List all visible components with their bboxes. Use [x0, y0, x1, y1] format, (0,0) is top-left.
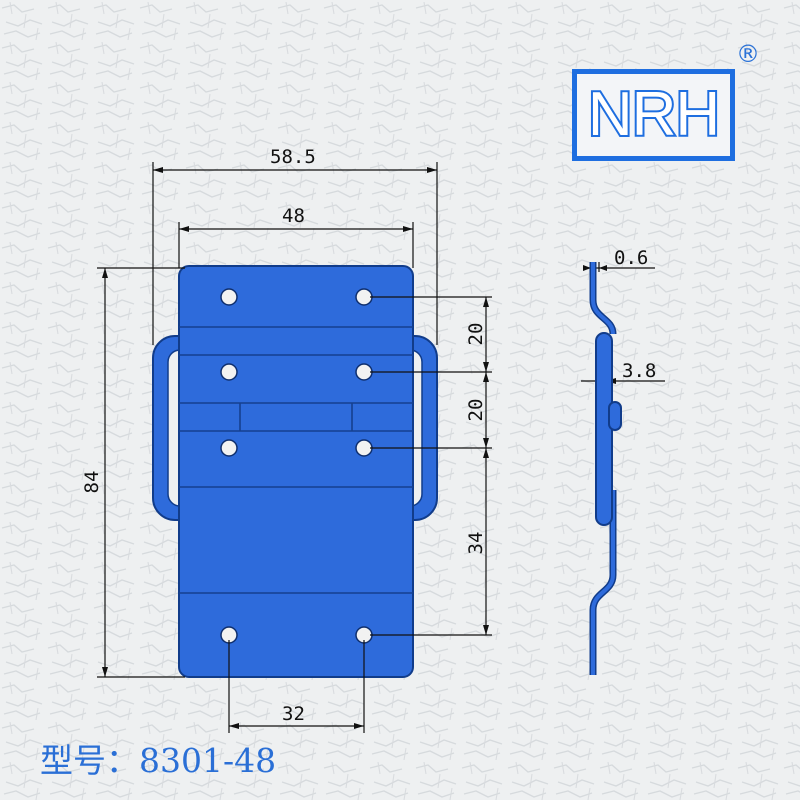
profile-knob — [608, 401, 622, 431]
dim-total-width: 58.5 — [270, 146, 316, 168]
brand-logo-box: NRH — [572, 69, 735, 161]
hole — [220, 363, 238, 381]
dim-plate-width: 48 — [282, 205, 305, 227]
dim-height: 84 — [81, 471, 103, 494]
dim-profile-depth: 3.8 — [622, 360, 656, 382]
hole — [220, 439, 238, 457]
hole — [220, 288, 238, 306]
dim-spacing-lower: 34 — [465, 532, 487, 555]
dim-spacing-top: 20 — [465, 323, 487, 346]
dimension-arrows — [102, 167, 616, 729]
model-number-label: 型号：8301-48 — [40, 741, 277, 780]
hole — [355, 288, 373, 306]
registered-mark: ® — [736, 40, 760, 68]
profile-body — [595, 332, 613, 526]
mounting-holes — [220, 288, 373, 644]
dim-hole-spacing: 32 — [282, 703, 305, 725]
hole — [355, 363, 373, 381]
dim-spacing-middle: 20 — [465, 399, 487, 422]
side-profile — [589, 262, 622, 675]
plate-seams — [179, 326, 413, 594]
dim-thickness: 0.6 — [614, 247, 648, 269]
hole — [355, 439, 373, 457]
latch-plate — [178, 265, 414, 678]
brand-logo-text: NRH — [586, 80, 722, 149]
